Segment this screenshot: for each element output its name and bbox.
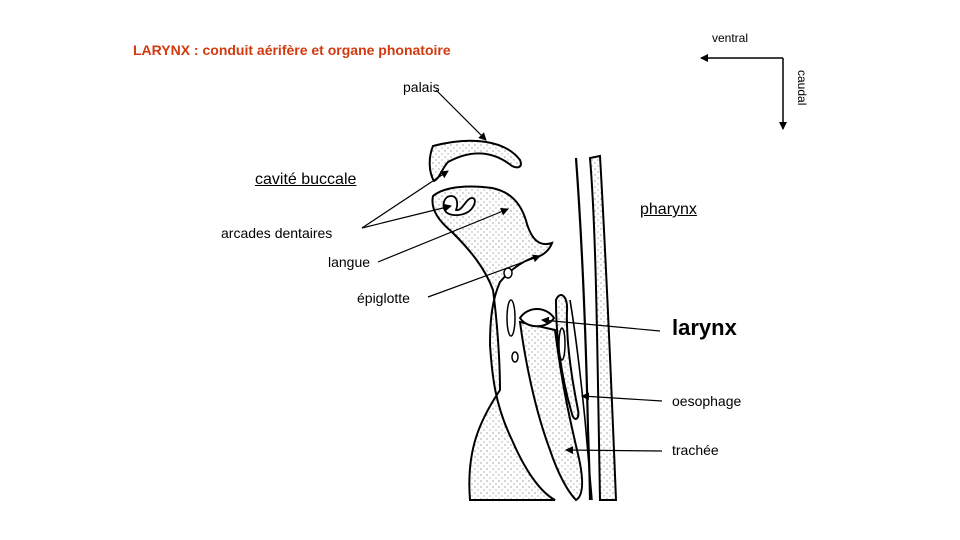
leader-arrows [361, 89, 663, 455]
hyoid-hole-3 [511, 351, 519, 363]
larynx-arrow [541, 316, 661, 332]
larynx-shape [518, 308, 556, 328]
pharynx-wall [588, 154, 618, 501]
cavite-buccale-label: cavité buccale [255, 171, 357, 188]
langue-shape [431, 185, 556, 501]
page-title: LARYNX : conduit aérifère et organe phon… [133, 42, 451, 58]
langue-arrow [377, 207, 509, 263]
palais-arrow [435, 89, 487, 141]
arcades-arrow-2 [361, 203, 452, 229]
arcades-dentaires-label: arcades dentaires [221, 225, 333, 241]
larynx-cartilage [554, 294, 580, 420]
larynx-hole [558, 327, 566, 361]
hyoid-hole-2 [506, 299, 516, 337]
caudal-label: caudal [795, 70, 809, 106]
oesophage-label: oesophage [672, 393, 742, 409]
langue-label: langue [328, 254, 371, 270]
orientation-arrows [700, 54, 787, 130]
epiglotte-label: épiglotte [357, 290, 410, 306]
trachee-arrow [565, 446, 663, 455]
epiglotte-arrow [427, 254, 541, 298]
palais-label: palais [403, 79, 440, 95]
larynx-label: larynx [672, 315, 737, 340]
pharynx-label: pharynx [640, 201, 697, 218]
hyoid-hole-1 [503, 267, 513, 279]
palais-shape [428, 139, 522, 183]
oesophage-arrow [581, 392, 663, 402]
oesophage-line [569, 299, 593, 501]
trachee-label: trachée [672, 442, 719, 458]
trachee-shape [518, 320, 584, 502]
arcades-arrow-1 [361, 170, 449, 229]
ventral-label: ventral [712, 31, 749, 45]
